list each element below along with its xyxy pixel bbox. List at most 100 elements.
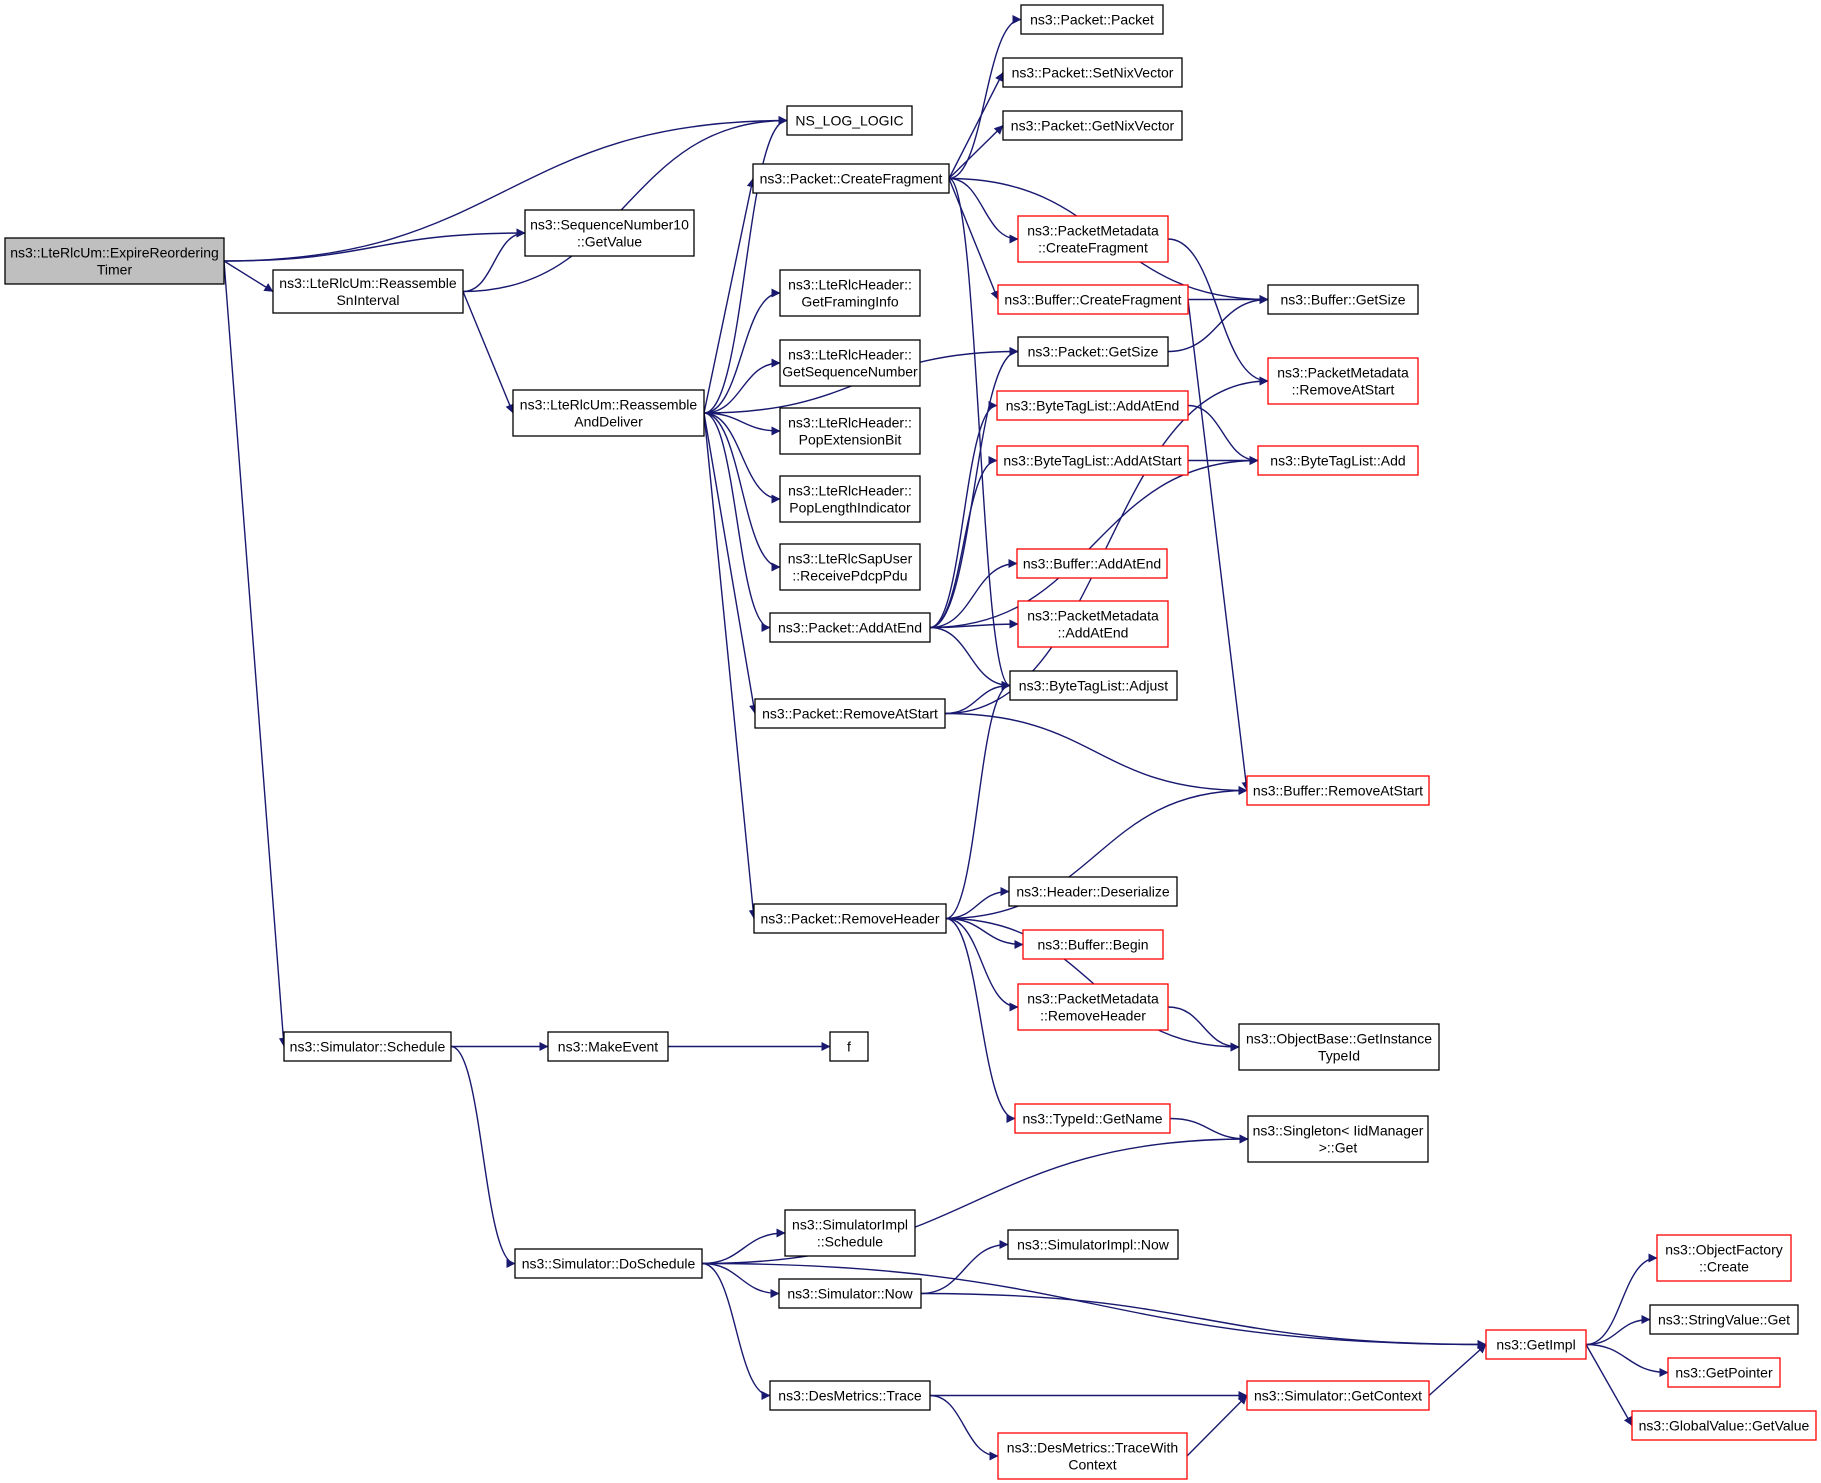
function-node-btl-addatend[interactable]: ns3::ByteTagList::AddAtEnd <box>996 390 1189 421</box>
function-node-pkt-createfrag[interactable]: ns3::Packet::CreateFragment <box>752 163 950 194</box>
call-edge-root-to-sim_schedule <box>223 260 288 1047</box>
node-label: ::CreateFragment <box>1038 240 1148 256</box>
call-edge-reassemble_deliver-to-rlc_poplen <box>703 412 781 504</box>
call-edge-pkt_addatend-to-btl_addatstart <box>929 456 998 629</box>
function-node-sim-doschedule[interactable]: ns3::Simulator::DoSchedule <box>514 1248 703 1279</box>
call-edge-reassemble_deliver-to-rlc_popext <box>703 412 781 436</box>
node-label: ns3::PacketMetadata <box>1027 991 1159 1007</box>
node-label: GetSequenceNumber <box>782 364 918 380</box>
function-node-pkt-getsize[interactable]: ns3::Packet::GetSize <box>1017 336 1169 367</box>
node-label: ns3::PacketMetadata <box>1027 223 1159 239</box>
call-edge-pkt_createfrag-to-pkt_setnix <box>948 72 1004 179</box>
function-node-sim-getcontext[interactable]: ns3::Simulator::GetContext <box>1246 1380 1430 1411</box>
node-box <box>514 1248 703 1279</box>
function-node-pkt-getnix[interactable]: ns3::Packet::GetNixVector <box>1002 110 1183 141</box>
node-label: PopExtensionBit <box>799 432 902 448</box>
node-box <box>512 389 705 437</box>
call-edge-pm_createfrag-to-pm_removeatstart <box>1167 238 1269 386</box>
function-node-pm-createfrag[interactable]: ns3::PacketMetadata::CreateFragment <box>1017 215 1169 263</box>
function-node-buf-createfrag[interactable]: ns3::Buffer::CreateFragment <box>997 284 1189 315</box>
call-edge-root-to-reassemble_sn <box>223 260 274 293</box>
node-label: ns3::ByteTagList::AddAtEnd <box>1006 398 1180 414</box>
function-node-buf-addatend[interactable]: ns3::Buffer::AddAtEnd <box>1016 548 1168 579</box>
call-edge-pm_removeheader-to-ob_getinstance <box>1167 1006 1240 1052</box>
function-node-sv-get[interactable]: ns3::StringValue::Get <box>1649 1304 1799 1335</box>
call-edge-pkt_addatend-to-btl_add <box>929 456 1259 629</box>
function-node-rlc-sapuser[interactable]: ns3::LteRlcSapUser::ReceivePdcpPdu <box>779 543 921 591</box>
call-edge-pkt_addatend-to-btl_adjust <box>929 626 1011 690</box>
call-edge-reassemble_deliver-to-pkt_removeheader <box>703 412 758 919</box>
function-node-pkt-removeheader[interactable]: ns3::Packet::RemoveHeader <box>753 903 947 934</box>
function-node-of-create[interactable]: ns3::ObjectFactory::Create <box>1656 1234 1792 1282</box>
function-node-desm-trace[interactable]: ns3::DesMetrics::Trace <box>769 1380 931 1411</box>
function-node-simimpl-schedule[interactable]: ns3::SimulatorImpl::Schedule <box>784 1209 916 1257</box>
function-node-rlc-poplen[interactable]: ns3::LteRlcHeader::PopLengthIndicator <box>779 475 921 523</box>
node-label: ns3::PacketMetadata <box>1277 365 1409 381</box>
function-node-pkt-removeatstart[interactable]: ns3::Packet::RemoveAtStart <box>754 698 946 729</box>
call-edge-get_impl-to-get_pointer <box>1585 1343 1669 1377</box>
function-node-pm-removeheader[interactable]: ns3::PacketMetadata::RemoveHeader <box>1017 983 1169 1031</box>
function-node-btl-adjust[interactable]: ns3::ByteTagList::Adjust <box>1009 670 1178 701</box>
function-node-rlc-seqnum[interactable]: ns3::LteRlcHeader::GetSequenceNumber <box>779 339 921 387</box>
node-box <box>1246 1380 1430 1411</box>
node-label: ns3::ObjectBase::GetInstance <box>1246 1031 1432 1047</box>
function-node-hdr-deserialize[interactable]: ns3::Header::Deserialize <box>1008 876 1178 907</box>
node-box <box>1007 1229 1179 1260</box>
node-label: ns3::Buffer::CreateFragment <box>1004 292 1181 308</box>
node-label: ns3::Buffer::GetSize <box>1280 292 1405 308</box>
call-edge-get_impl-to-of_create <box>1585 1253 1658 1346</box>
node-label: Timer <box>97 262 133 278</box>
node-label: ns3::LteRlcHeader:: <box>788 347 912 363</box>
function-node-singleton-get[interactable]: ns3::Singleton< IidManager>::Get <box>1247 1115 1429 1163</box>
function-node-seq-getvalue[interactable]: ns3::SequenceNumber10::GetValue <box>524 209 695 257</box>
function-node-rlc-framing[interactable]: ns3::LteRlcHeader::GetFramingInfo <box>779 269 921 317</box>
function-node-sim-schedule[interactable]: ns3::Simulator::Schedule <box>283 1031 452 1062</box>
node-label: ns3::StringValue::Get <box>1658 1312 1790 1328</box>
function-node-btl-addatstart[interactable]: ns3::ByteTagList::AddAtStart <box>996 445 1189 476</box>
function-node-btl-add[interactable]: ns3::ByteTagList::Add <box>1257 445 1419 476</box>
node-box <box>283 1031 452 1062</box>
function-node-f[interactable]: f <box>829 1031 869 1062</box>
node-label: ns3::LteRlcHeader:: <box>788 277 912 293</box>
function-node-pm-removeatstart[interactable]: ns3::PacketMetadata::RemoveAtStart <box>1267 357 1419 405</box>
function-node-get-pointer[interactable]: ns3::GetPointer <box>1667 1357 1781 1388</box>
function-node-pkt-packet[interactable]: ns3::Packet::Packet <box>1020 4 1164 35</box>
function-node-rlc-popext[interactable]: ns3::LteRlcHeader::PopExtensionBit <box>779 407 921 455</box>
call-edge-reassemble_deliver-to-ns_log_logic <box>703 116 788 414</box>
function-node-gv-getvalue[interactable]: ns3::GlobalValue::GetValue <box>1631 1410 1817 1441</box>
call-edge-buf_createfrag-to-buf_removeatstart <box>1187 299 1251 791</box>
function-node-pkt-addatend[interactable]: ns3::Packet::AddAtEnd <box>769 612 931 643</box>
node-label: ns3::ByteTagList::Add <box>1270 453 1405 469</box>
function-node-make-event[interactable]: ns3::MakeEvent <box>547 1031 669 1062</box>
function-node-get-impl[interactable]: ns3::GetImpl <box>1485 1329 1587 1360</box>
function-node-buf-getsize[interactable]: ns3::Buffer::GetSize <box>1267 284 1419 315</box>
function-node-buf-begin[interactable]: ns3::Buffer::Begin <box>1022 929 1164 960</box>
node-label: ns3::ObjectFactory <box>1665 1242 1783 1258</box>
node-label: ns3::LteRlcHeader:: <box>788 415 912 431</box>
node-box <box>4 237 225 285</box>
call-edge-pkt_removeatstart-to-pm_removeatstart <box>944 376 1269 715</box>
node-label: ns3::DesMetrics::Trace <box>778 1388 922 1404</box>
call-edge-pkt_removeheader-to-hdr_deserialize <box>945 887 1010 920</box>
function-node-buf-removeatstart[interactable]: ns3::Buffer::RemoveAtStart <box>1246 775 1430 806</box>
node-box <box>754 698 946 729</box>
function-node-sim-now[interactable]: ns3::Simulator::Now <box>778 1278 922 1309</box>
node-box <box>272 269 464 314</box>
function-node-pkt-setnix[interactable]: ns3::Packet::SetNixVector <box>1002 57 1183 88</box>
function-node-pm-addatend[interactable]: ns3::PacketMetadata::AddAtEnd <box>1017 600 1169 648</box>
node-label: >::Get <box>1319 1140 1358 1156</box>
call-edge-root-to-seq_getvalue <box>223 228 526 262</box>
node-box <box>779 339 921 387</box>
function-node-ns-log-logic[interactable]: NS_LOG_LOGIC <box>786 105 913 136</box>
call-edge-reassemble_deliver-to-pkt_createfrag <box>703 178 756 414</box>
call-edge-pkt_removeatstart-to-btl_adjust <box>944 681 1011 715</box>
function-node-simimpl-now[interactable]: ns3::SimulatorImpl::Now <box>1007 1229 1179 1260</box>
node-label: ::Schedule <box>817 1234 883 1250</box>
function-node-typeid-getname[interactable]: ns3::TypeId::GetName <box>1014 1103 1171 1134</box>
